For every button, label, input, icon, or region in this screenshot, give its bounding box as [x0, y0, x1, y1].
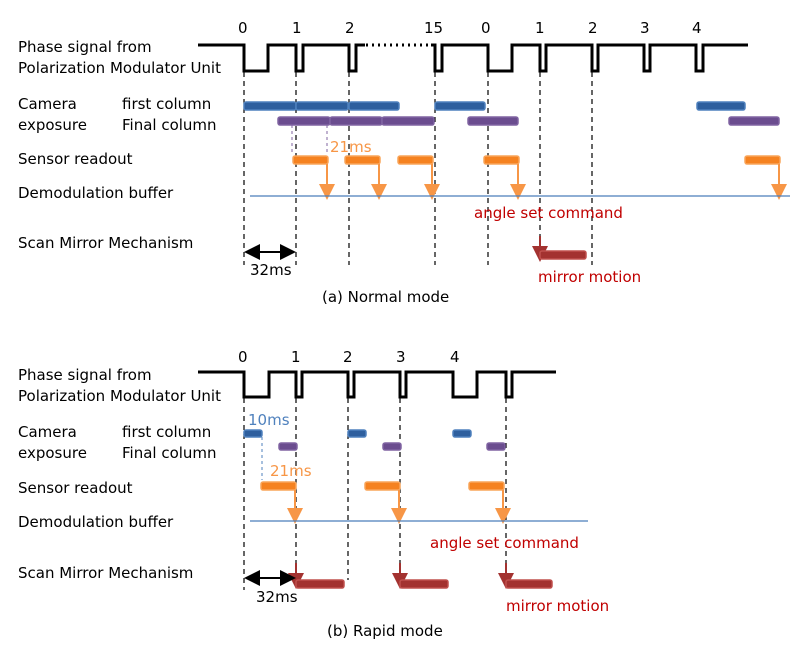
rapid-mode-panel: Phase signal from Polarization Modulator… [18, 348, 609, 640]
first-column-exposures [243, 101, 746, 111]
tick-label: 1 [535, 19, 545, 37]
mirror-motion-bars [295, 579, 553, 589]
first-column-label: first column [122, 95, 211, 113]
mirror-motion-label: mirror motion [506, 597, 609, 615]
mirror-motion-label: mirror motion [538, 268, 641, 286]
phase-label-line1: Phase signal from [18, 38, 152, 56]
phase-signal-waveform [198, 370, 556, 399]
phase-label-line2: Polarization Modulator Unit [18, 387, 221, 405]
final-column-label: Final column [122, 444, 217, 462]
tick-label: 1 [292, 19, 302, 37]
rapid-mode-caption: (b) Rapid mode [327, 622, 443, 640]
period-32ms-label: 32ms [250, 261, 292, 279]
tick-label: 0 [238, 348, 248, 366]
exposure-label: exposure [18, 444, 87, 462]
period-32ms-label: 32ms [256, 588, 298, 606]
tick-label: 4 [450, 348, 460, 366]
camera-label: Camera [18, 95, 77, 113]
angle-set-command-label: angle set command [430, 534, 579, 552]
duration-10ms-label: 10ms [248, 411, 290, 429]
mirror-motion-bar [539, 250, 587, 260]
first-column-label: first column [122, 423, 211, 441]
sensor-readouts [260, 481, 505, 491]
final-column-exposures [278, 442, 506, 451]
tick-label: 0 [481, 19, 491, 37]
normal-mode-panel: Phase signal from Polarization Modulator… [18, 19, 790, 306]
angle-set-command-label: angle set command [474, 204, 623, 222]
sensor-readout-label: Sensor readout [18, 479, 133, 497]
final-column-label: Final column [122, 116, 217, 134]
duration-21ms-label: 21ms [330, 138, 372, 156]
tick-label: 3 [640, 19, 650, 37]
tick-label: 4 [692, 19, 702, 37]
final-column-exposures [277, 116, 780, 126]
sensor-readout-label: Sensor readout [18, 150, 133, 168]
tick-label: 15 [424, 19, 443, 37]
phase-label-line2: Polarization Modulator Unit [18, 59, 221, 77]
readout-arrows [319, 164, 787, 200]
tick-label: 3 [396, 348, 406, 366]
normal-mode-caption: (a) Normal mode [322, 288, 449, 306]
duration-21ms-label: 21ms [270, 462, 312, 480]
tick-label: 2 [345, 19, 355, 37]
readout-arrows [287, 490, 511, 524]
scan-mirror-label: Scan Mirror Mechanism [18, 234, 193, 252]
sensor-readouts [292, 155, 781, 165]
exposure-label: exposure [18, 116, 87, 134]
scan-mirror-label: Scan Mirror Mechanism [18, 564, 193, 582]
first-column-exposures [243, 429, 472, 438]
phase-label-line1: Phase signal from [18, 366, 152, 384]
demod-buffer-label: Demodulation buffer [18, 513, 174, 531]
phase-signal-waveform [198, 43, 748, 73]
reference-lines [243, 72, 593, 265]
tick-label: 0 [238, 19, 248, 37]
tick-label: 2 [343, 348, 353, 366]
angle-set-arrows [288, 563, 514, 589]
tick-label: 2 [588, 19, 598, 37]
demod-buffer-label: Demodulation buffer [18, 184, 174, 202]
camera-label: Camera [18, 423, 77, 441]
tick-label: 1 [291, 348, 301, 366]
